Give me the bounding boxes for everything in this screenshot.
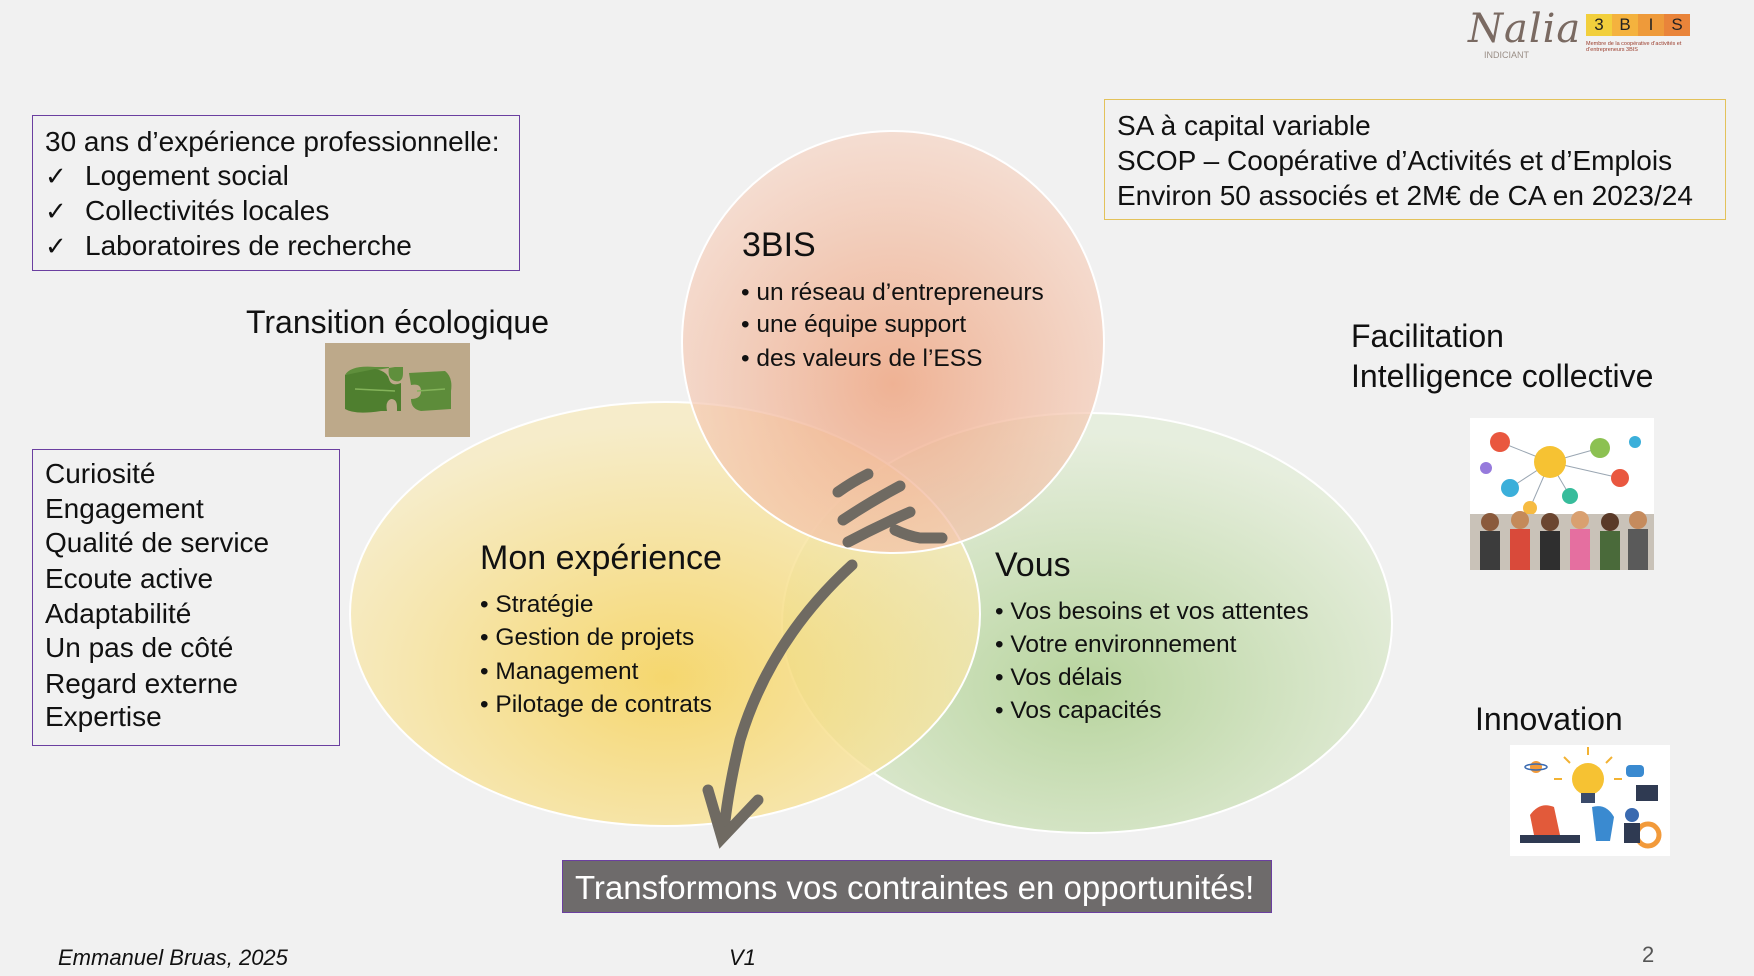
circle-3bis-bullet: • une équipe support [741, 311, 967, 338]
experience-item-label: Logement social [85, 160, 289, 191]
circle-experience-bullet: • Gestion de projets [480, 624, 695, 651]
circle-experience-bullet: • Pilotage de contrats [480, 691, 712, 718]
intelligence-collective-label: Intelligence collective [1351, 358, 1654, 394]
nalia-logo: Nalia INDICIANT [1468, 6, 1580, 64]
3bis-logo-caption: d’entrepreneurs 3BIS [1586, 47, 1638, 53]
quality-item: Curiosité [45, 458, 156, 489]
tagline-banner: Transformons vos contraintes en opportun… [562, 860, 1272, 913]
3bis-letter: S [1664, 14, 1690, 36]
puzzle-leaf-image [325, 343, 470, 437]
check-icon: ✓ [45, 196, 67, 226]
quality-item: Adaptabilité [45, 598, 192, 629]
experience-item-label: Laboratoires de recherche [85, 230, 412, 261]
check-icon: ✓ [45, 231, 67, 261]
tagline-text: Transformons vos contraintes en opportun… [575, 869, 1255, 906]
circle-vous-title: Vous [995, 546, 1071, 584]
circle-experience-title: Mon expérience [480, 539, 722, 577]
3bis-logo-caption: Membre de la coopérative d’activités et [1586, 41, 1682, 47]
quality-item: Engagement [45, 493, 204, 524]
transition-label: Transition écologique [246, 304, 549, 340]
circle-vous-bullet: • Vos capacités [995, 697, 1162, 724]
footer-author: Emmanuel Bruas, 2025 [58, 945, 288, 970]
circle-3bis-bullet: • des valeurs de l’ESS [741, 345, 983, 372]
3bis-logo-letters: 3 B I S [1586, 14, 1702, 36]
circle-3bis [681, 130, 1105, 554]
lightbulb-icon [1510, 745, 1670, 856]
innovation-label: Innovation [1475, 701, 1623, 737]
company-line: SCOP – Coopérative d’Activités et d’Empl… [1117, 145, 1673, 176]
3bis-logo: 3 B I S Membre de la coopérative d’activ… [1586, 14, 1702, 60]
experience-item-label: Collectivités locales [85, 195, 330, 226]
circle-experience-bullet: • Management [480, 658, 639, 685]
facilitation-label: Facilitation [1351, 318, 1504, 354]
company-line: Environ 50 associés et 2M€ de CA en 2023… [1117, 180, 1693, 211]
page-number: 2 [1642, 942, 1655, 967]
experience-box: 30 ans d’expérience professionnelle: ✓ Lo… [32, 115, 520, 271]
experience-title: 30 ans d’expérience professionnelle: [45, 126, 500, 157]
experience-item: ✓ Laboratoires de recherche [45, 230, 412, 262]
3bis-letter: 3 [1586, 14, 1612, 36]
3bis-letter: B [1612, 14, 1638, 36]
footer-version: V1 [729, 945, 756, 970]
experience-item: ✓ Collectivités locales [45, 195, 329, 227]
circle-vous-bullet: • Vos délais [995, 664, 1123, 691]
company-line: SA à capital variable [1117, 110, 1371, 141]
network-people-icon [1470, 418, 1654, 570]
circle-vous-bullet: • Vos besoins et vos attentes [995, 598, 1309, 625]
company-box: SA à capital variable SCOP – Coopérative… [1104, 99, 1726, 220]
circle-experience-bullet: • Stratégie [480, 591, 594, 618]
check-icon: ✓ [45, 161, 67, 191]
circle-3bis-title: 3BIS [742, 226, 816, 264]
arrow-icon [702, 468, 948, 849]
experience-item: ✓ Logement social [45, 160, 289, 192]
nalia-logo-subtext: INDICIANT [1484, 50, 1529, 60]
quality-item: Expertise [45, 701, 162, 732]
quality-item: Un pas de côté [45, 632, 234, 663]
circle-vous-bullet: • Votre environnement [995, 631, 1237, 658]
collective-intelligence-image [1470, 418, 1654, 570]
circle-3bis-bullet: • un réseau d’entrepreneurs [741, 279, 1044, 306]
innovation-image [1510, 745, 1670, 856]
nalia-logo-text: Nalia [1468, 6, 1582, 52]
3bis-letter: I [1638, 14, 1664, 36]
quality-item: Ecoute active [45, 563, 214, 594]
quality-item: Qualité de service [45, 527, 270, 558]
quality-item: Regard externe [45, 668, 239, 699]
qualities-box: Curiosité Engagement Qualité de service … [32, 449, 340, 746]
puzzle-leaf-icon [325, 343, 470, 437]
